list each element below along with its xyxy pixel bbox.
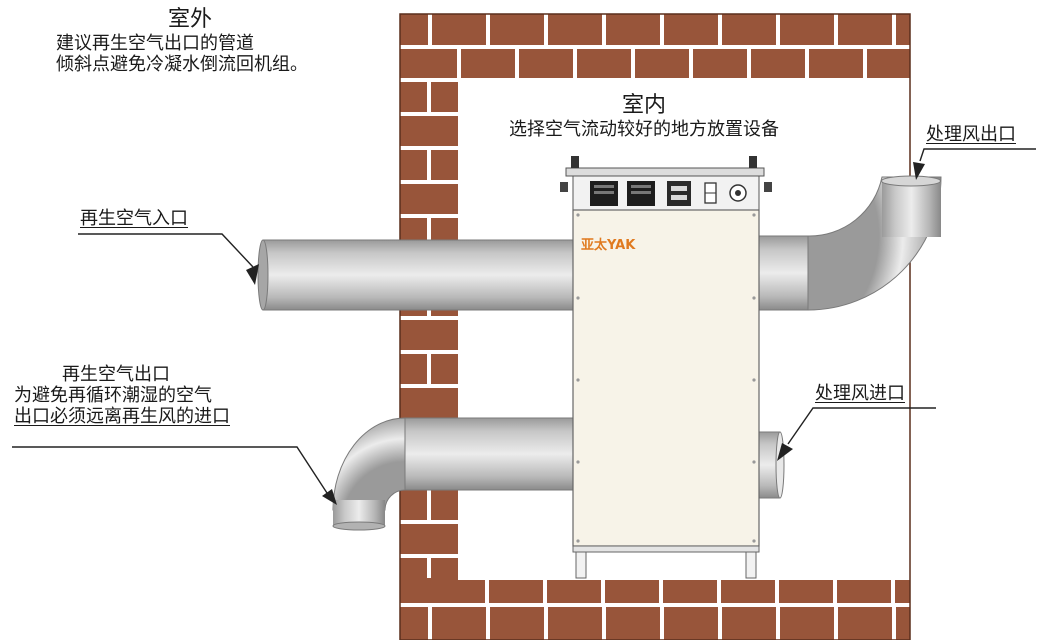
- lift-bolt-left: [571, 156, 579, 168]
- regen-inlet-label: 再生空气入口: [80, 208, 188, 229]
- leader-regen-outlet: [12, 446, 337, 505]
- process-outlet-duct: [756, 175, 942, 311]
- panel-display-3: [667, 181, 691, 206]
- wall-left-column: [400, 14, 458, 640]
- process-inlet-stub: [755, 431, 785, 499]
- outdoor-note-line1: 建议再生空气出口的管道: [56, 33, 254, 54]
- side-bracket-right: [764, 182, 772, 192]
- leader-lines: [12, 148, 1036, 505]
- brand-logo: 亚太YAK: [581, 237, 636, 253]
- lift-bolt-right: [749, 156, 757, 168]
- wall-outline: [399, 13, 911, 640]
- brick-wall: [399, 13, 911, 640]
- unit-base: [572, 545, 760, 553]
- indoor-title: 室内: [621, 93, 666, 118]
- regen-outlet-duct: [332, 417, 573, 531]
- side-bracket-left: [560, 182, 568, 192]
- dehumidifier-unit: 亚太YAK: [560, 156, 772, 579]
- indoor-label: 室内 选择空气流动较好的地方放置设备: [509, 93, 779, 140]
- process-outlet-label: 处理风出口: [926, 124, 1016, 145]
- leader-regen-inlet: [78, 233, 259, 285]
- unit-top-rail: [565, 167, 765, 177]
- leader-process-outlet: [913, 148, 1036, 180]
- process-inlet-label: 处理风进口: [815, 383, 905, 404]
- outdoor-note-line2: 倾斜点避免冷凝水倒流回机组。: [56, 54, 308, 75]
- unit-foot-right: [745, 551, 757, 579]
- leader-process-inlet: [777, 407, 936, 461]
- regen-outlet-note-line2: 出口必须远离再生风的进口: [14, 406, 230, 427]
- unit-foot-left: [575, 551, 587, 579]
- regen-outlet-title: 再生空气出口: [62, 364, 170, 385]
- outdoor-title: 室外: [168, 7, 213, 32]
- regen-outlet-label: 再生空气出口 为避免再循环潮湿的空气 出口必须远离再生风的进口: [14, 364, 230, 427]
- outdoor-label: 室外 建议再生空气出口的管道 倾斜点避免冷凝水倒流回机组。: [56, 7, 308, 75]
- regen-outlet-note-line1: 为避免再循环潮湿的空气: [14, 385, 212, 406]
- regen-inlet-duct: [257, 239, 573, 311]
- cabinet-screws: [576, 213, 756, 543]
- unit-cabinet: [572, 209, 760, 547]
- indoor-note: 选择空气流动较好的地方放置设备: [509, 119, 779, 140]
